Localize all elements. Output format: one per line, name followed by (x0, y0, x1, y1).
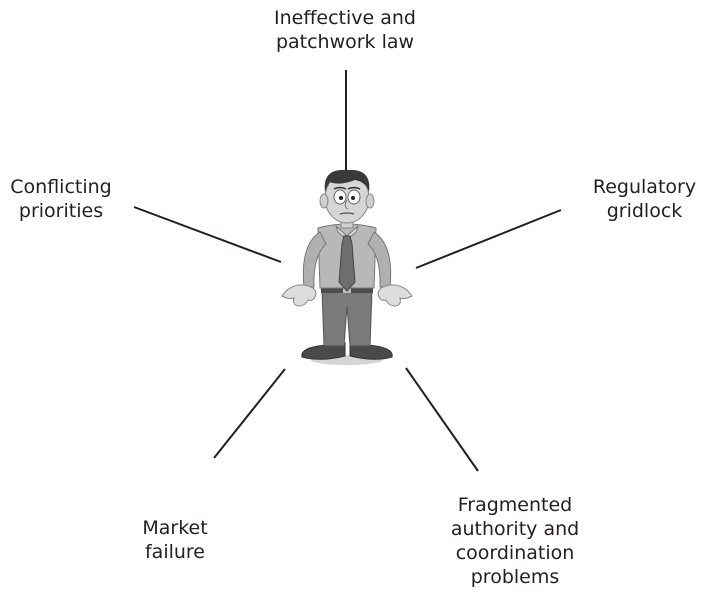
connector-lines (133, 70, 562, 472)
label-line: priorities (18, 200, 104, 222)
label-fragmented-authority: Fragmented authority and coordination pr… (430, 493, 600, 589)
label-line: problems (470, 566, 560, 588)
label-line: patchwork law (275, 31, 415, 53)
label-market-failure: Market failure (115, 516, 235, 564)
connector-right (415, 209, 562, 269)
label-ineffective-law: Ineffective and patchwork law (250, 6, 440, 54)
label-line: Fragmented (457, 494, 573, 516)
label-line: authority and (450, 518, 580, 540)
confused-man-figure (281, 169, 413, 365)
label-line: failure (144, 541, 205, 563)
label-line: gridlock (606, 200, 683, 222)
connector-left (133, 206, 282, 263)
label-line: coordination (455, 542, 575, 564)
label-line: Regulatory (592, 176, 697, 198)
label-regulatory-gridlock: Regulatory gridlock (582, 175, 707, 223)
label-line: Market (142, 517, 208, 539)
label-conflicting-priorities: Conflicting priorities (0, 175, 122, 223)
label-line: Ineffective and (273, 7, 416, 29)
connector-bottom-left (213, 368, 286, 459)
connector-bottom-right (405, 367, 479, 472)
label-line: Conflicting (10, 176, 112, 198)
